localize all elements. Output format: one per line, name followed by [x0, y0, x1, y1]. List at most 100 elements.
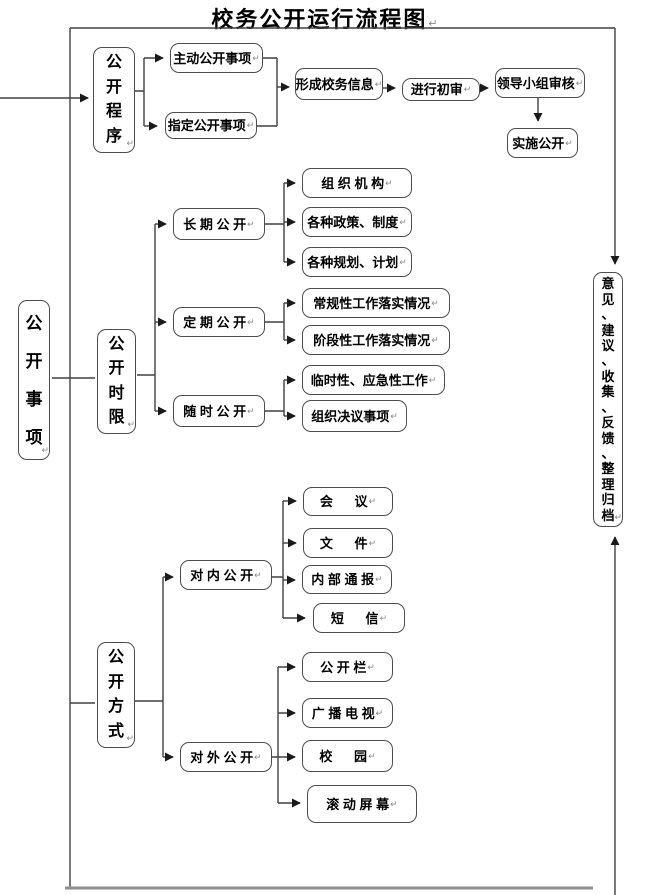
paragraph-mark: ↵	[246, 120, 255, 130]
node-label: 组 织 机 构	[321, 175, 385, 191]
node-label-char: 馈	[601, 430, 615, 446]
node-label: 广 播 电 视	[311, 705, 375, 721]
paragraph-mark: ↵	[368, 496, 377, 506]
node-label-char: 式	[107, 722, 124, 740]
node-label-char: 整	[601, 461, 615, 477]
paragraph-mark: ↵	[575, 77, 584, 88]
node-yijian-guidang: 意见、建议、收集、反馈、整理归档↵	[593, 272, 623, 527]
node-label-char: 公	[108, 336, 125, 354]
paragraph-mark: ↵	[41, 445, 49, 455]
node-suishi-gongkai: 随 时 公 开↵	[173, 395, 265, 427]
node-xingcheng-xinxi: 形成校务信息↵	[295, 68, 383, 100]
paragraph-mark: ↵	[431, 334, 439, 345]
paragraph-mark: ↵	[428, 374, 437, 385]
node-label-char: 程	[105, 103, 122, 121]
node-label: 各种规划、计划	[307, 254, 399, 270]
node-label-char: 建	[601, 322, 615, 338]
node-label-char: 档	[601, 507, 615, 523]
paragraph-mark: ↵	[247, 218, 255, 229]
node-label-char: 方	[107, 698, 124, 716]
node-label: 主动公开事项	[173, 50, 252, 66]
node-gongkai-shixian: 公开时限↵	[97, 329, 136, 434]
paragraph-mark: ↵	[399, 256, 407, 267]
node-label: 定 期 公 开	[183, 314, 247, 330]
paragraph-mark: ↵	[126, 733, 134, 743]
paragraph-mark: ↵	[614, 512, 622, 522]
node-label-char: 公	[105, 54, 122, 72]
node-label: 常规性工作落实情况	[313, 295, 431, 311]
node-label-char: 归	[601, 492, 615, 508]
node-zhengce-zhidu: 各种政策、制度↵	[302, 207, 412, 237]
node-label: 内 部 通 报	[311, 572, 375, 587]
node-huiyi: 会 议↵	[303, 487, 393, 516]
node-label-char: 议	[601, 337, 615, 353]
node-label-char: 、	[601, 446, 615, 462]
paragraph-mark: ↵	[254, 569, 262, 580]
node-xiaoyuan: 校 园↵	[302, 740, 393, 772]
node-gongkailan: 公 开 栏↵	[302, 652, 393, 682]
node-label: 滚 动 屏 幕	[326, 796, 390, 812]
node-changqi-gongkai: 长 期 公 开↵	[173, 208, 265, 240]
node-label-char: 公	[25, 313, 43, 333]
connector-lines	[52, 27, 615, 887]
node-label: 文 件	[319, 535, 368, 551]
node-label-char: 反	[601, 415, 615, 431]
node-guangbo-dianshi: 广 播 电 视↵	[302, 698, 393, 728]
node-label: 各种政策、制度	[307, 214, 399, 230]
node-label: 校 园	[319, 748, 368, 764]
node-duanxin: 短 信↵	[313, 603, 405, 633]
paragraph-mark: ↵	[463, 84, 472, 94]
node-label-char: 开	[107, 673, 124, 691]
paragraph-mark: ↵	[428, 18, 440, 30]
paragraph-mark: ↵	[247, 405, 255, 416]
node-label: 短 信	[330, 610, 379, 626]
paragraph-mark: ↵	[368, 537, 377, 548]
node-label-char: 开	[108, 360, 125, 378]
node-zhudong-gongkai: 主动公开事项↵	[170, 43, 263, 73]
node-label-char: 、	[601, 399, 615, 415]
node-label: 临时性、应急性工作	[310, 372, 428, 388]
paragraph-mark: ↵	[565, 137, 573, 148]
node-label: 进行初审	[410, 82, 463, 97]
node-label: 对 外 公 开	[190, 749, 254, 765]
node-dingqi-gongkai: 定 期 公 开↵	[173, 307, 265, 337]
node-label: 形成校务信息	[295, 76, 374, 92]
paragraph-mark: ↵	[126, 138, 134, 148]
node-label-char: 开	[105, 78, 122, 96]
node-zuzhi-jigou: 组 织 机 构↵	[302, 168, 412, 198]
node-label-char: 见	[601, 291, 615, 307]
node-label: 长 期 公 开	[183, 216, 247, 232]
node-linshi-yingji: 临时性、应急性工作↵	[302, 365, 445, 395]
node-label-char: 公	[107, 649, 124, 667]
node-label-char: 理	[601, 476, 615, 492]
flow-arrows	[0, 28, 620, 895]
node-label-char: 、	[601, 307, 615, 323]
node-label-char: 开	[25, 351, 43, 371]
node-label: 随 时 公 开	[183, 403, 247, 419]
paragraph-mark: ↵	[247, 316, 255, 327]
paragraph-mark: ↵	[379, 612, 388, 623]
node-label-char: 收	[601, 368, 615, 384]
node-zuzhi-jueyi: 组织决议事项↵	[302, 400, 407, 432]
paragraph-mark: ↵	[390, 410, 398, 421]
paragraph-mark: ↵	[374, 78, 383, 89]
node-label: 组织决议事项	[311, 408, 390, 424]
node-guihua-jihua: 各种规划、计划↵	[302, 247, 412, 277]
node-label: 阶段性工作落实情况	[313, 332, 431, 348]
paragraph-mark: ↵	[375, 707, 384, 718]
paragraph-mark: ↵	[368, 750, 376, 761]
node-gundong-pingmu: 滚 动 屏 幕↵	[307, 785, 417, 823]
node-duinei-gongkai: 对 内 公 开↵	[180, 560, 272, 590]
node-label: 实施公开	[512, 135, 565, 151]
node-changgui-luoshi: 常规性工作落实情况↵	[302, 288, 450, 318]
node-wenjian: 文 件↵	[303, 528, 393, 558]
paragraph-mark: ↵	[127, 419, 135, 429]
node-label: 指定公开事项	[167, 118, 246, 133]
node-label-char: 限	[108, 408, 125, 426]
node-duiwai-gongkai: 对 外 公 开↵	[180, 742, 272, 772]
paragraph-mark: ↵	[431, 297, 439, 308]
node-label: 对 内 公 开	[190, 567, 254, 583]
node-label-char: 事	[25, 389, 43, 409]
node-label-char: 集	[601, 384, 615, 400]
